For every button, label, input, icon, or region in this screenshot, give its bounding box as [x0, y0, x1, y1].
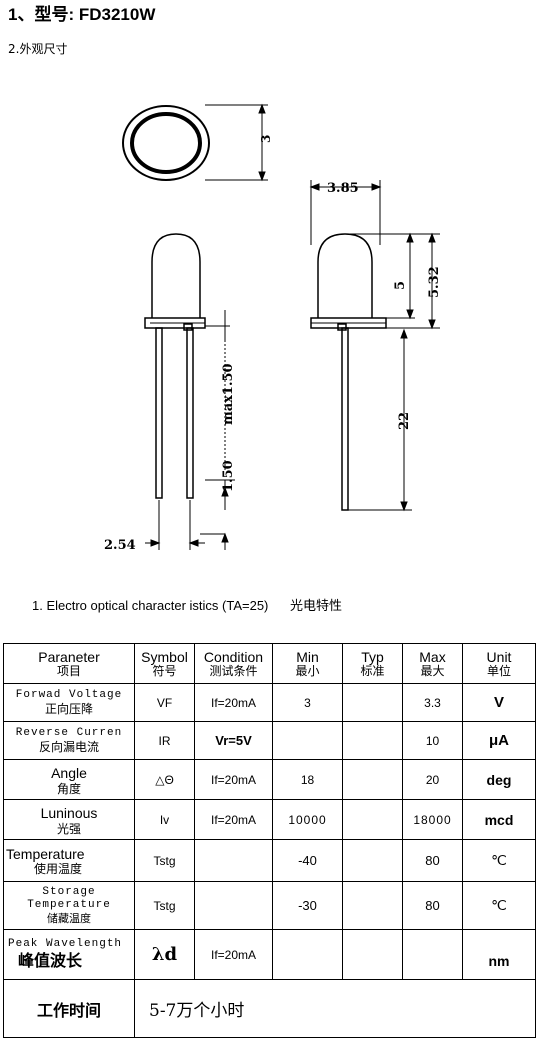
unit-cell: nm [462, 929, 536, 980]
unit-cell: μA [462, 721, 536, 760]
typ-cell [342, 759, 403, 800]
typ-cell [342, 721, 403, 760]
condition-cell: If=20mA [194, 929, 273, 980]
condition-cell [194, 839, 273, 882]
typ-cell [342, 929, 403, 980]
section-heading-en: 1. Electro optical character istics (TA=… [32, 598, 269, 613]
condition-cell: Vr=5V [194, 721, 273, 760]
side-view-dome [317, 233, 373, 318]
dim-lead-length: 22 [397, 412, 412, 430]
section-heading-dimensions: 2.外观尺寸 [8, 42, 68, 56]
title-number: 1、 [8, 5, 35, 24]
max-cell: 20 [402, 759, 463, 800]
symbol-cell: VF [134, 683, 195, 722]
condition-cell [194, 881, 273, 930]
dim-flange-width: 3.85 [327, 181, 359, 196]
symbol-cell: Tstg [134, 881, 195, 930]
symbol-cell: λd [134, 929, 195, 980]
max-cell: 18000 [402, 799, 463, 840]
min-cell: 10000 [272, 799, 343, 840]
front-lead-right [186, 327, 194, 499]
top-view-outer [122, 105, 210, 181]
unit-cell: V [462, 683, 536, 722]
condition-cell: If=20mA [194, 683, 273, 722]
max-cell: 80 [402, 881, 463, 930]
min-cell [272, 929, 343, 980]
symbol-cell: Tstg [134, 839, 195, 882]
table-row-life: 工作时间 5-7万个小时 [3, 979, 536, 1038]
dim-lead-step: 1.50 [221, 460, 236, 492]
unit-cell: deg [462, 759, 536, 800]
unit-cell: ℃ [462, 881, 536, 930]
symbol-cell: IR [134, 721, 195, 760]
unit-cell: ℃ [462, 839, 536, 882]
typ-cell [342, 683, 403, 722]
front-lead-left [155, 327, 163, 499]
symbol-cell: △Θ [134, 759, 195, 800]
min-cell: -30 [272, 881, 343, 930]
life-label: 工作时间 [3, 979, 135, 1038]
condition-cell: If=20mA [194, 799, 273, 840]
min-cell: 18 [272, 759, 343, 800]
led-dimension-drawing: 3 3.85 5 5.32 max1.50 1.50 22 2.54 [104, 103, 442, 553]
max-cell [402, 929, 463, 980]
typ-cell [342, 881, 403, 930]
max-cell: 10 [402, 721, 463, 760]
min-cell [272, 721, 343, 760]
dim-lead-max: max1.50 [221, 363, 236, 425]
title-text: 型号: FD3210W [34, 5, 156, 24]
dim-dome-height: 5 [393, 281, 408, 290]
max-cell: 80 [402, 839, 463, 882]
dim-pitch: 2.54 [104, 538, 136, 553]
condition-cell: If=20mA [194, 759, 273, 800]
section-heading-optical: 1. Electro optical character istics (TA=… [32, 595, 342, 614]
life-value: 5-7万个小时 [134, 979, 536, 1038]
symbol-cell: Iv [134, 799, 195, 840]
front-view-dome [151, 233, 201, 318]
page-title: 1、型号: FD3210W [8, 0, 155, 25]
unit-cell: mcd [462, 799, 536, 840]
typ-cell [342, 839, 403, 882]
max-cell: 3.3 [402, 683, 463, 722]
side-lead [341, 327, 349, 511]
dim-total-height: 5.32 [427, 266, 442, 298]
min-cell: 3 [272, 683, 343, 722]
section-heading-cn: 光电特性 [290, 599, 343, 614]
min-cell: -40 [272, 839, 343, 882]
typ-cell [342, 799, 403, 840]
dim-top-diameter: 3 [259, 135, 273, 143]
top-view-inner [130, 112, 202, 174]
